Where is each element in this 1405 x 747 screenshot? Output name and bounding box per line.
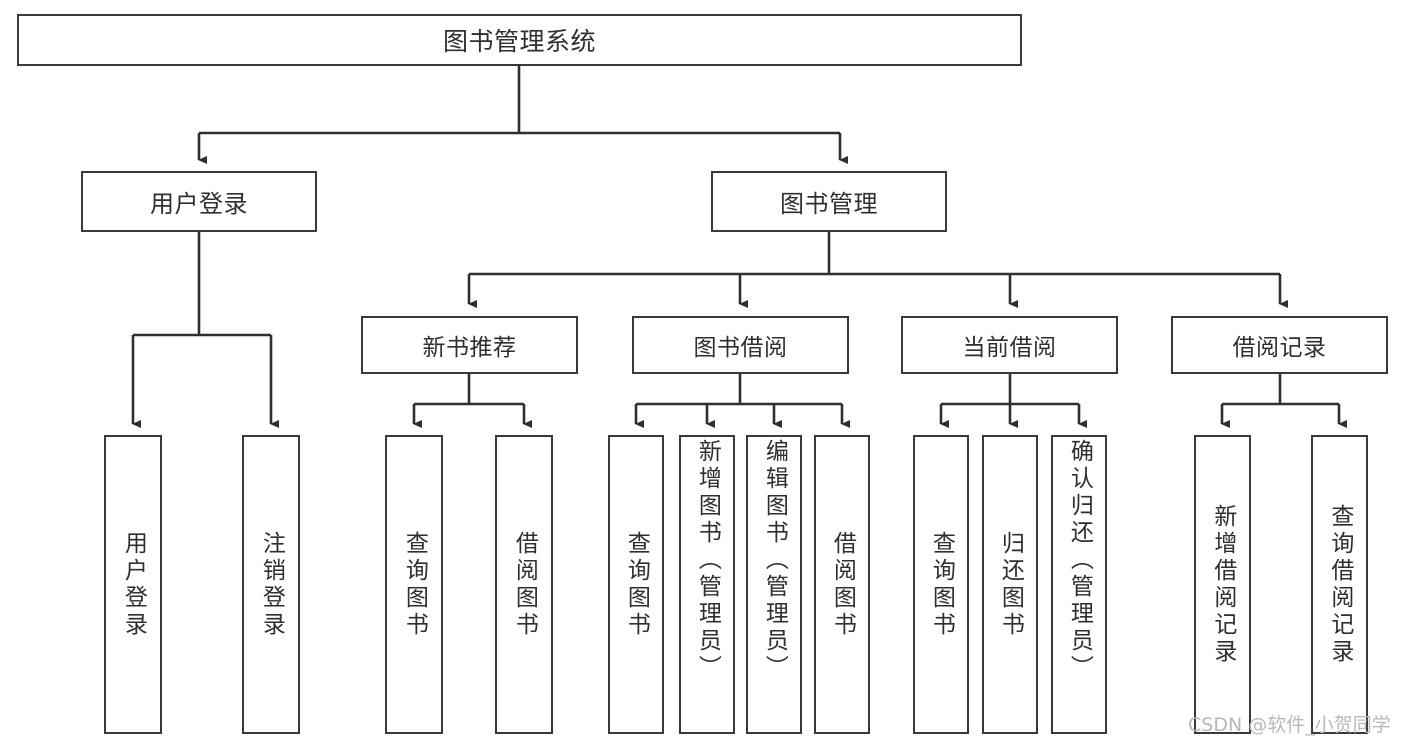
node-label: 新书推荐 <box>422 335 517 361</box>
node-label: 新增借阅记录 <box>1209 503 1236 666</box>
node-borrow-record[interactable]: 借阅记录 <box>1171 316 1388 374</box>
node-label: 注销登录 <box>258 530 285 639</box>
leaf-add-book-admin[interactable]: 新增图书（管理员） <box>679 435 735 734</box>
node-label: 借阅图书 <box>829 530 856 639</box>
leaf-query-borrow-record[interactable]: 查询借阅记录 <box>1311 435 1368 734</box>
leaf-query-book-recommend[interactable]: 查询图书 <box>385 435 443 734</box>
node-new-book-recommend[interactable]: 新书推荐 <box>361 316 578 374</box>
leaf-query-book-borrow[interactable]: 查询图书 <box>608 435 664 734</box>
node-label: 图书借阅 <box>693 335 788 361</box>
node-label: 查询图书 <box>401 530 428 639</box>
node-label: 新增图书（管理员） <box>694 439 721 682</box>
leaf-edit-book-admin[interactable]: 编辑图书（管理员） <box>746 435 802 734</box>
leaf-return-book[interactable]: 归还图书 <box>982 435 1038 734</box>
leaf-confirm-return-admin[interactable]: 确认归还（管理员） <box>1051 435 1107 734</box>
leaf-user-login[interactable]: 用户登录 <box>104 435 162 734</box>
node-label: 归还图书 <box>997 530 1024 639</box>
node-label: 确认归还（管理员） <box>1066 439 1093 682</box>
node-book-borrow[interactable]: 图书借阅 <box>632 316 849 374</box>
node-label: 查询图书 <box>623 530 650 639</box>
node-current-borrow[interactable]: 当前借阅 <box>901 316 1118 374</box>
node-label: 借阅记录 <box>1232 335 1327 361</box>
node-label: 当前借阅 <box>962 335 1057 361</box>
node-label: 借阅图书 <box>511 530 538 639</box>
node-label: 图书管理系统 <box>442 27 596 56</box>
node-label: 查询图书 <box>928 530 955 639</box>
node-user-login[interactable]: 用户登录 <box>81 171 317 232</box>
node-book-management-system[interactable]: 图书管理系统 <box>17 14 1022 66</box>
node-label: 用户登录 <box>120 530 147 639</box>
node-label: 编辑图书（管理员） <box>761 439 788 682</box>
watermark-text: CSDN @软件_小贺同学 <box>1188 714 1391 736</box>
leaf-borrow-book-recommend[interactable]: 借阅图书 <box>495 435 553 734</box>
leaf-add-borrow-record[interactable]: 新增借阅记录 <box>1194 435 1251 734</box>
node-label: 查询借阅记录 <box>1326 503 1353 666</box>
leaf-query-book-current[interactable]: 查询图书 <box>913 435 969 734</box>
leaf-borrow-book[interactable]: 借阅图书 <box>814 435 870 734</box>
leaf-logout[interactable]: 注销登录 <box>242 435 300 734</box>
node-book-management[interactable]: 图书管理 <box>711 171 947 232</box>
node-label: 用户登录 <box>150 190 248 218</box>
node-label: 图书管理 <box>780 190 878 218</box>
